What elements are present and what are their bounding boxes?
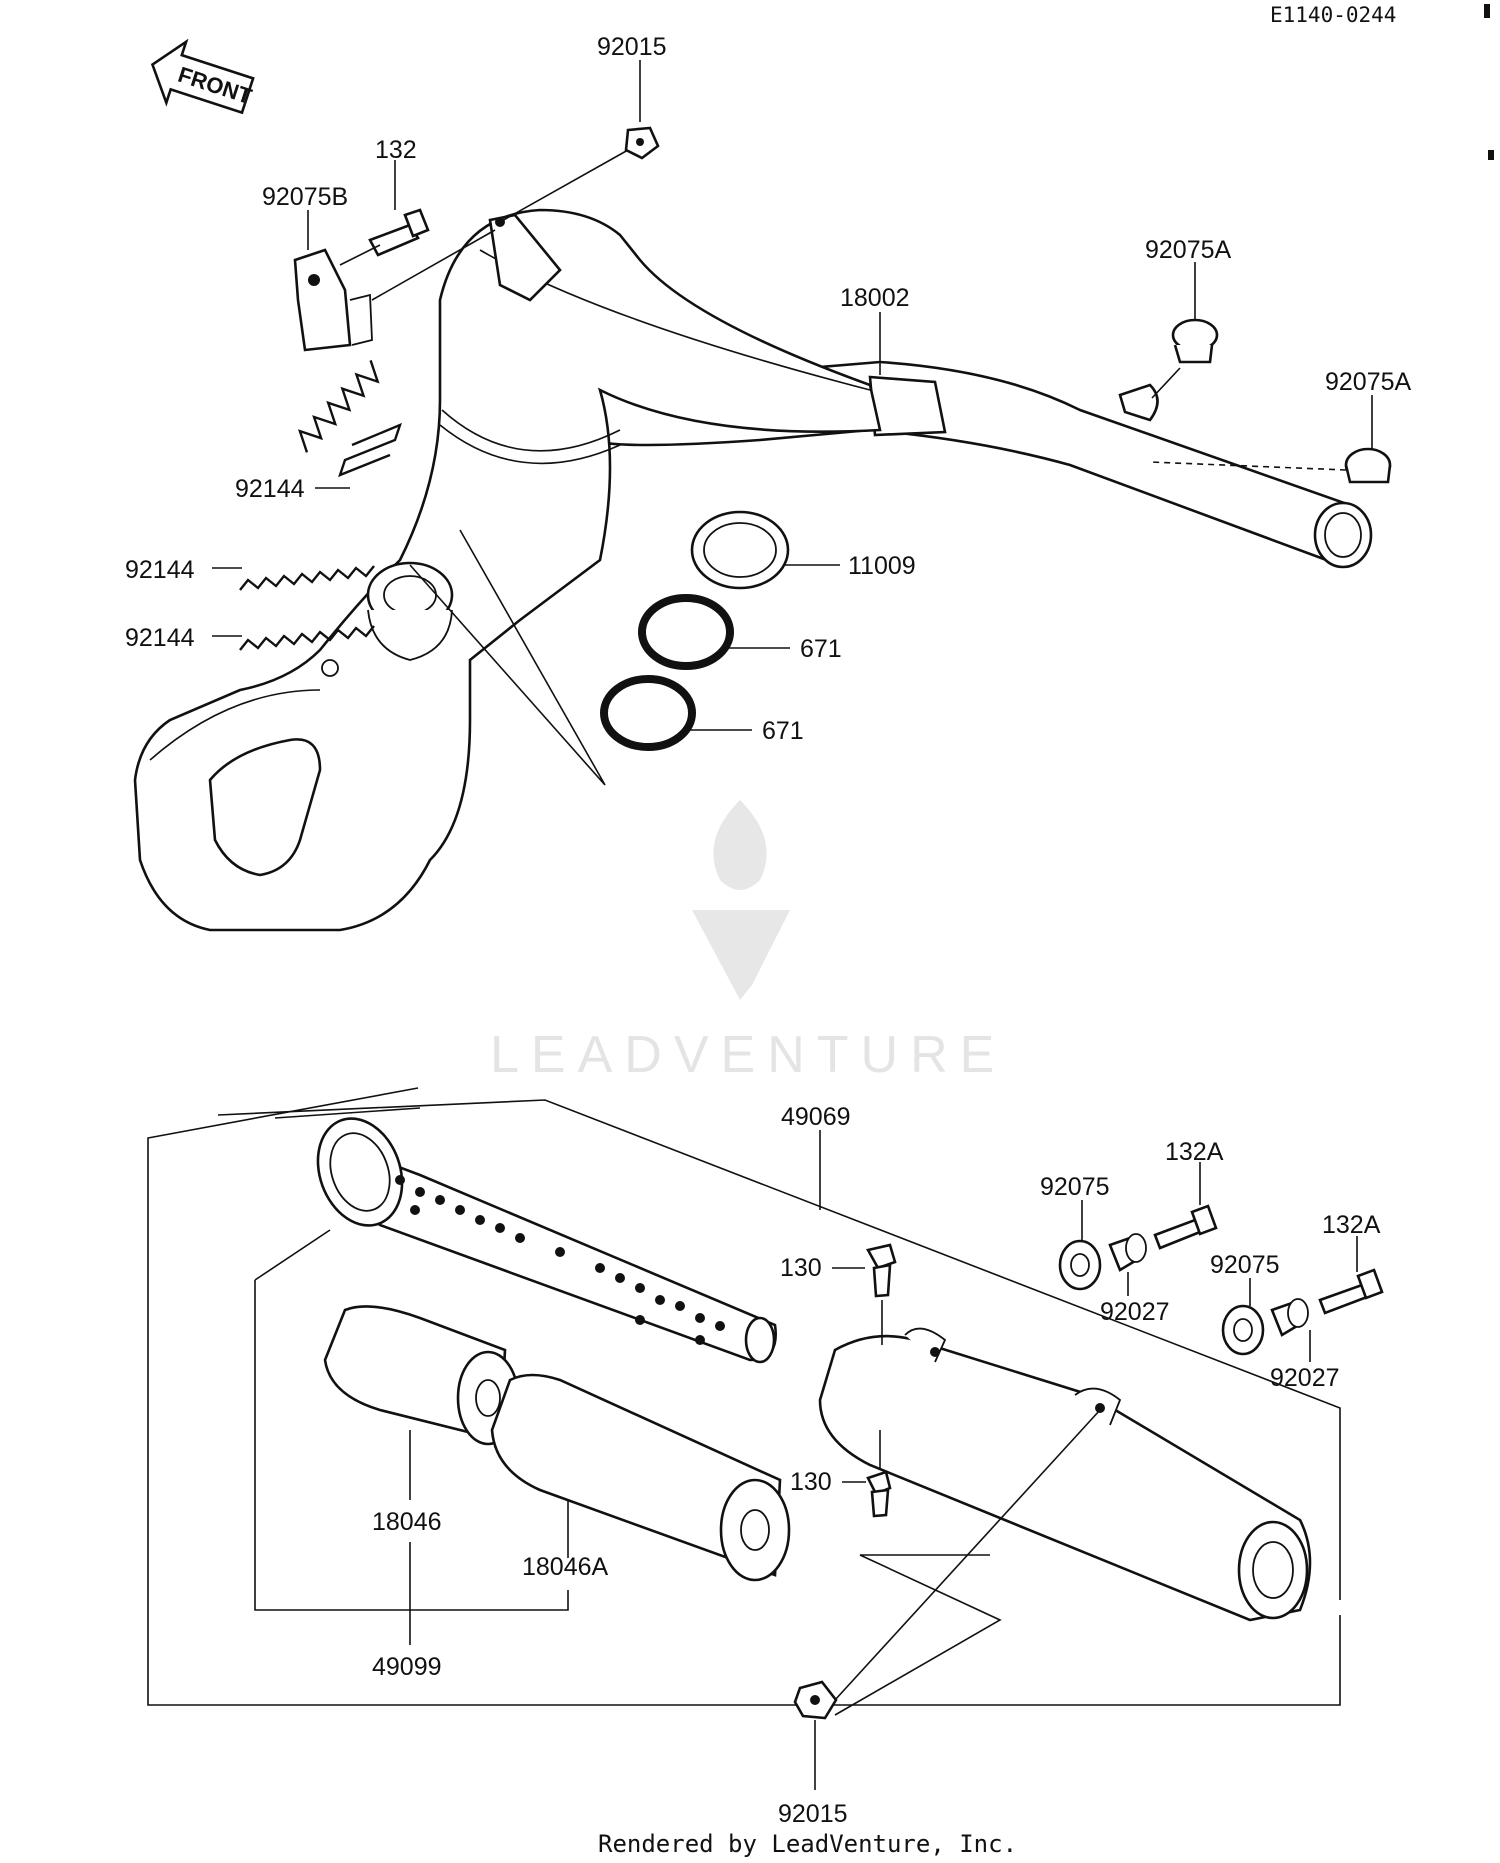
edge-mark <box>1484 4 1490 18</box>
o-ring-671-2 <box>600 675 696 751</box>
callout-11009: 11009 <box>848 552 916 580</box>
callout-18046: 18046 <box>372 1508 442 1536</box>
callout-132: 132 <box>375 136 417 164</box>
silencer-body-49069 <box>818 1327 1312 1622</box>
callout-671-2: 671 <box>762 717 804 745</box>
callout-130-2: 130 <box>790 1468 832 1496</box>
callout-92027-1: 92027 <box>1100 1298 1170 1326</box>
packing-18046 <box>323 1305 520 1446</box>
bolt-132A-2 <box>1318 1268 1384 1315</box>
edge-mark <box>1488 150 1494 160</box>
grommet-92075-1 <box>1058 1239 1102 1291</box>
bolt-130-1 <box>866 1243 897 1298</box>
callout-92015-bottom: 92015 <box>778 1800 848 1828</box>
expansion-chamber <box>133 208 1373 932</box>
nut-92015-top <box>624 126 660 160</box>
callout-49099: 49099 <box>372 1653 442 1681</box>
callout-18046A: 18046A <box>522 1553 609 1581</box>
callout-92144-1: 92144 <box>235 475 305 503</box>
bolt-132A-1 <box>1153 1204 1218 1250</box>
spring-92144-1 <box>297 360 402 478</box>
footer-credit: Rendered by LeadVenture, Inc. <box>598 1830 1017 1858</box>
callout-92015-top: 92015 <box>597 33 667 61</box>
callout-18002: 18002 <box>840 284 910 312</box>
callout-671-1: 671 <box>800 635 842 663</box>
spring-92144-3 <box>239 625 375 651</box>
collar-92027-2 <box>1270 1298 1309 1337</box>
grommet-92075A-1 <box>1171 318 1219 364</box>
spring-92144-2 <box>239 565 375 591</box>
callout-130-1: 130 <box>780 1254 822 1282</box>
perforation-holes <box>395 1175 725 1345</box>
o-ring-671-1 <box>638 594 734 670</box>
callout-92075A-1: 92075A <box>1145 236 1232 264</box>
callout-92027-2: 92027 <box>1270 1364 1340 1392</box>
perforated-pipe <box>316 1117 778 1364</box>
grommet-92075-2 <box>1221 1304 1265 1356</box>
packing-18046A <box>490 1373 791 1582</box>
bolt-130-2 <box>866 1470 892 1518</box>
callout-49069: 49069 <box>781 1103 851 1131</box>
callout-92075B: 92075B <box>262 183 348 211</box>
callout-92075-2: 92075 <box>1210 1251 1280 1279</box>
callout-132A-1: 132A <box>1165 1138 1224 1166</box>
bolt-132 <box>368 208 430 257</box>
callout-92144-3: 92144 <box>125 624 195 652</box>
callout-132A-2: 132A <box>1322 1211 1381 1239</box>
watermark-text: LEADVENTURE <box>490 1026 1006 1084</box>
collar-92027-1 <box>1108 1233 1147 1272</box>
callout-92075A-2: 92075A <box>1325 368 1412 396</box>
diagram-code: E1140-0244 <box>1270 3 1396 27</box>
grommet-92075A-2 <box>1344 447 1392 484</box>
bracket-92075B <box>293 248 373 352</box>
nut-92015-bottom <box>793 1680 838 1720</box>
leadventure-watermark: LEADVENTURE <box>490 800 1006 1084</box>
front-arrow-icon: FRONT <box>150 38 255 115</box>
gasket-11009 <box>690 510 790 590</box>
callout-92075-1: 92075 <box>1040 1173 1110 1201</box>
callout-92144-2: 92144 <box>125 556 195 584</box>
